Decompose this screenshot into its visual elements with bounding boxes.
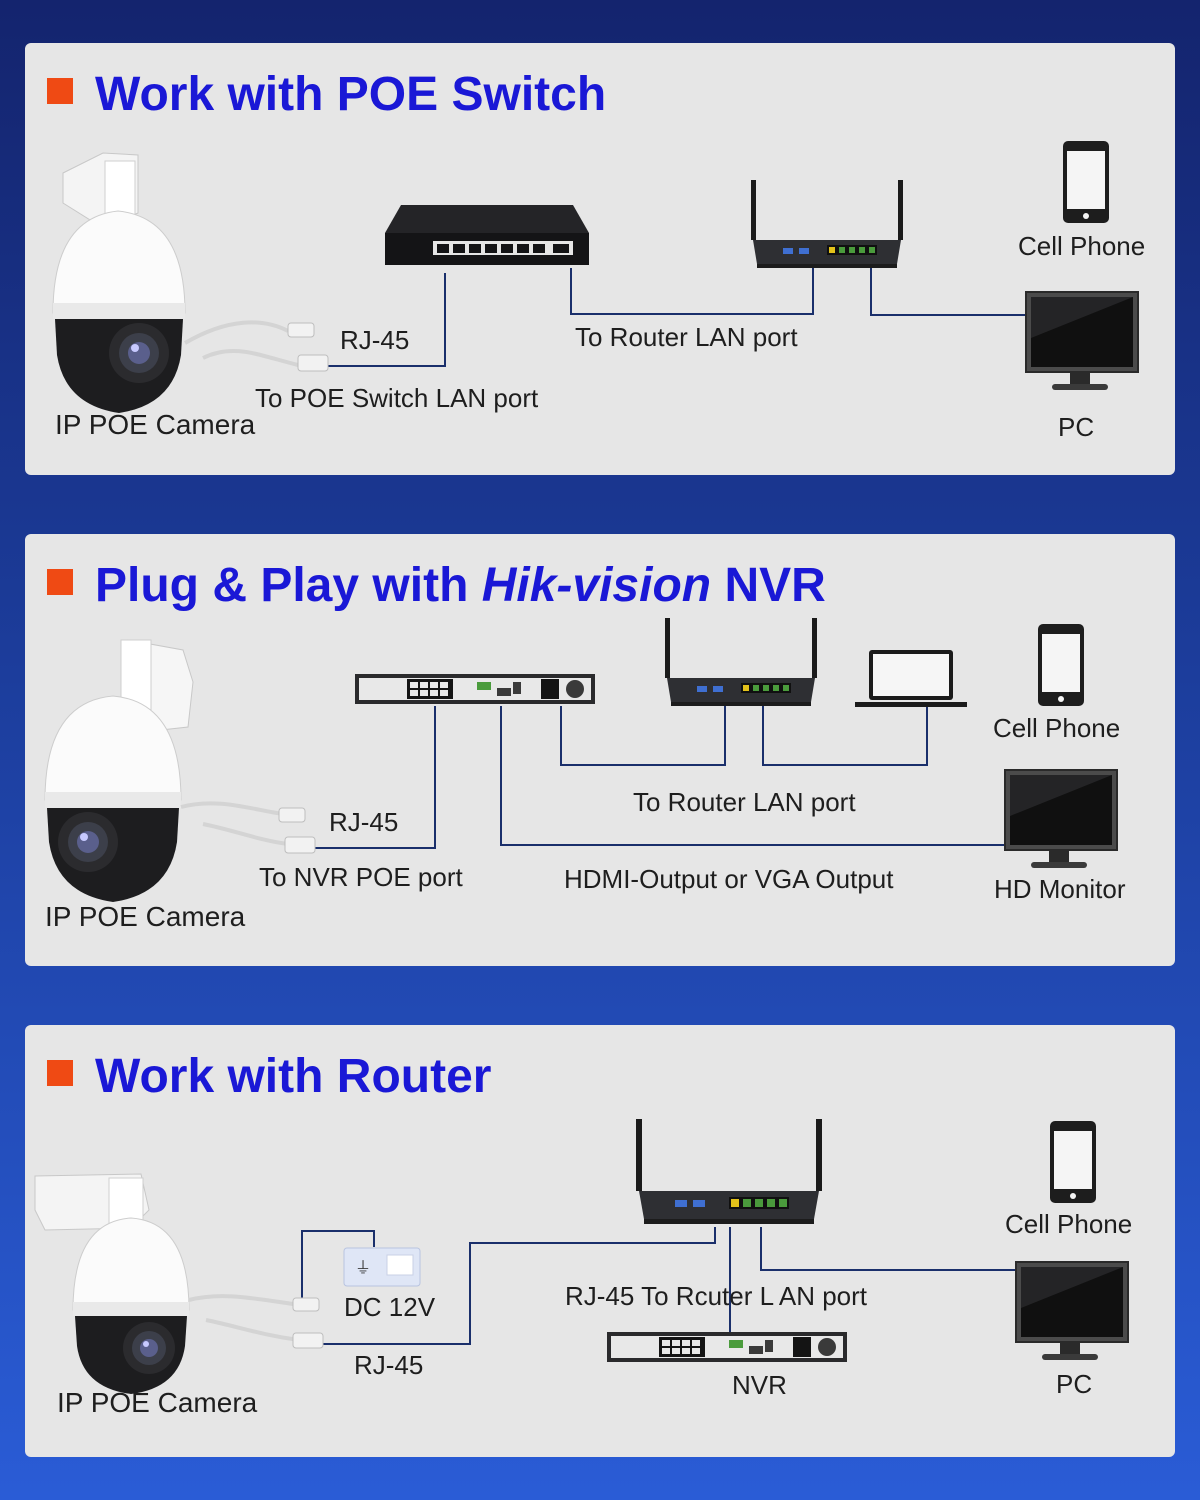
nvr-port-label: To NVR POE port xyxy=(259,862,463,892)
laptop-line xyxy=(762,706,928,766)
panel-poe-switch: Work with POE Switch xyxy=(25,43,1175,475)
nvr-label: NVR xyxy=(732,1370,787,1400)
rj45-cable-line xyxy=(315,273,446,367)
panel-title: Work with Router xyxy=(47,1049,491,1104)
svg-text:⏚: ⏚ xyxy=(355,1258,371,1277)
dc-power-label: DC 12V xyxy=(344,1292,436,1322)
phone-label: Cell Phone xyxy=(1005,1209,1133,1239)
pc-monitor-icon xyxy=(1015,1261,1129,1360)
connection-lines xyxy=(315,268,1030,367)
ptz-camera-icon xyxy=(52,152,329,413)
hdmi-line xyxy=(500,706,1005,846)
bullet-square-icon xyxy=(47,78,73,104)
camera-label: IP POE Camera xyxy=(57,1387,258,1418)
ptz-camera-icon xyxy=(44,639,316,902)
router-port-label: RJ-45 To Rcuter L AN port xyxy=(565,1281,868,1311)
router-icon xyxy=(636,1119,822,1224)
rj45-label: RJ-45 xyxy=(329,807,399,837)
rj45-router-line xyxy=(317,1227,716,1345)
monitor-label: HD Monitor xyxy=(994,874,1126,904)
cell-phone-icon xyxy=(1050,1121,1096,1203)
panel-router: Work with Router ⏚ xyxy=(25,1025,1175,1457)
panel-title: Work with POE Switch xyxy=(47,67,606,122)
camera-label: IP POE Camera xyxy=(55,409,256,440)
rj45-label: RJ-45 xyxy=(340,325,410,355)
panel-nvr: Plug & Play with Hik-vision NVR xyxy=(25,534,1175,966)
nvr-recorder-icon xyxy=(607,1332,847,1362)
bullet-square-icon xyxy=(47,1060,73,1086)
hdmi-output-label: HDMI-Output or VGA Output xyxy=(564,864,894,894)
switch-port-label: To POE Switch LAN port xyxy=(255,383,539,413)
connection-lines xyxy=(310,706,1005,849)
router-pc-line xyxy=(870,268,1030,316)
router-icon xyxy=(751,180,903,268)
power-outlet-icon: ⏚ xyxy=(343,1247,421,1287)
hd-monitor-icon xyxy=(1004,769,1118,868)
router-port-label: To Router LAN port xyxy=(575,322,798,352)
pc-label: PC xyxy=(1058,412,1095,442)
pc-monitor-icon xyxy=(1025,291,1139,390)
phone-label: Cell Phone xyxy=(1018,231,1146,261)
cell-phone-icon xyxy=(1038,624,1084,706)
rj45-cable-line xyxy=(310,706,436,849)
cell-phone-icon xyxy=(1063,141,1109,223)
connection-lines xyxy=(301,1227,1023,1345)
rj45-label: RJ-45 xyxy=(354,1350,424,1380)
bullet-square-icon xyxy=(47,569,73,595)
router-port-label: To Router LAN port xyxy=(633,787,856,817)
camera-label: IP POE Camera xyxy=(45,901,246,932)
pc-label: PC xyxy=(1056,1369,1093,1399)
router-icon xyxy=(665,618,817,706)
panel-title: Plug & Play with Hik-vision NVR xyxy=(47,558,826,613)
router-lan-line xyxy=(570,268,814,315)
nvr-recorder-icon xyxy=(355,674,595,704)
phone-label: Cell Phone xyxy=(993,713,1121,743)
ptz-camera-icon xyxy=(34,1173,324,1394)
laptop-icon xyxy=(855,650,967,707)
router-lan-line xyxy=(560,706,726,766)
poe-switch-icon xyxy=(385,205,589,265)
router-pc-line xyxy=(760,1227,1023,1271)
dc-power-line xyxy=(301,1230,375,1300)
